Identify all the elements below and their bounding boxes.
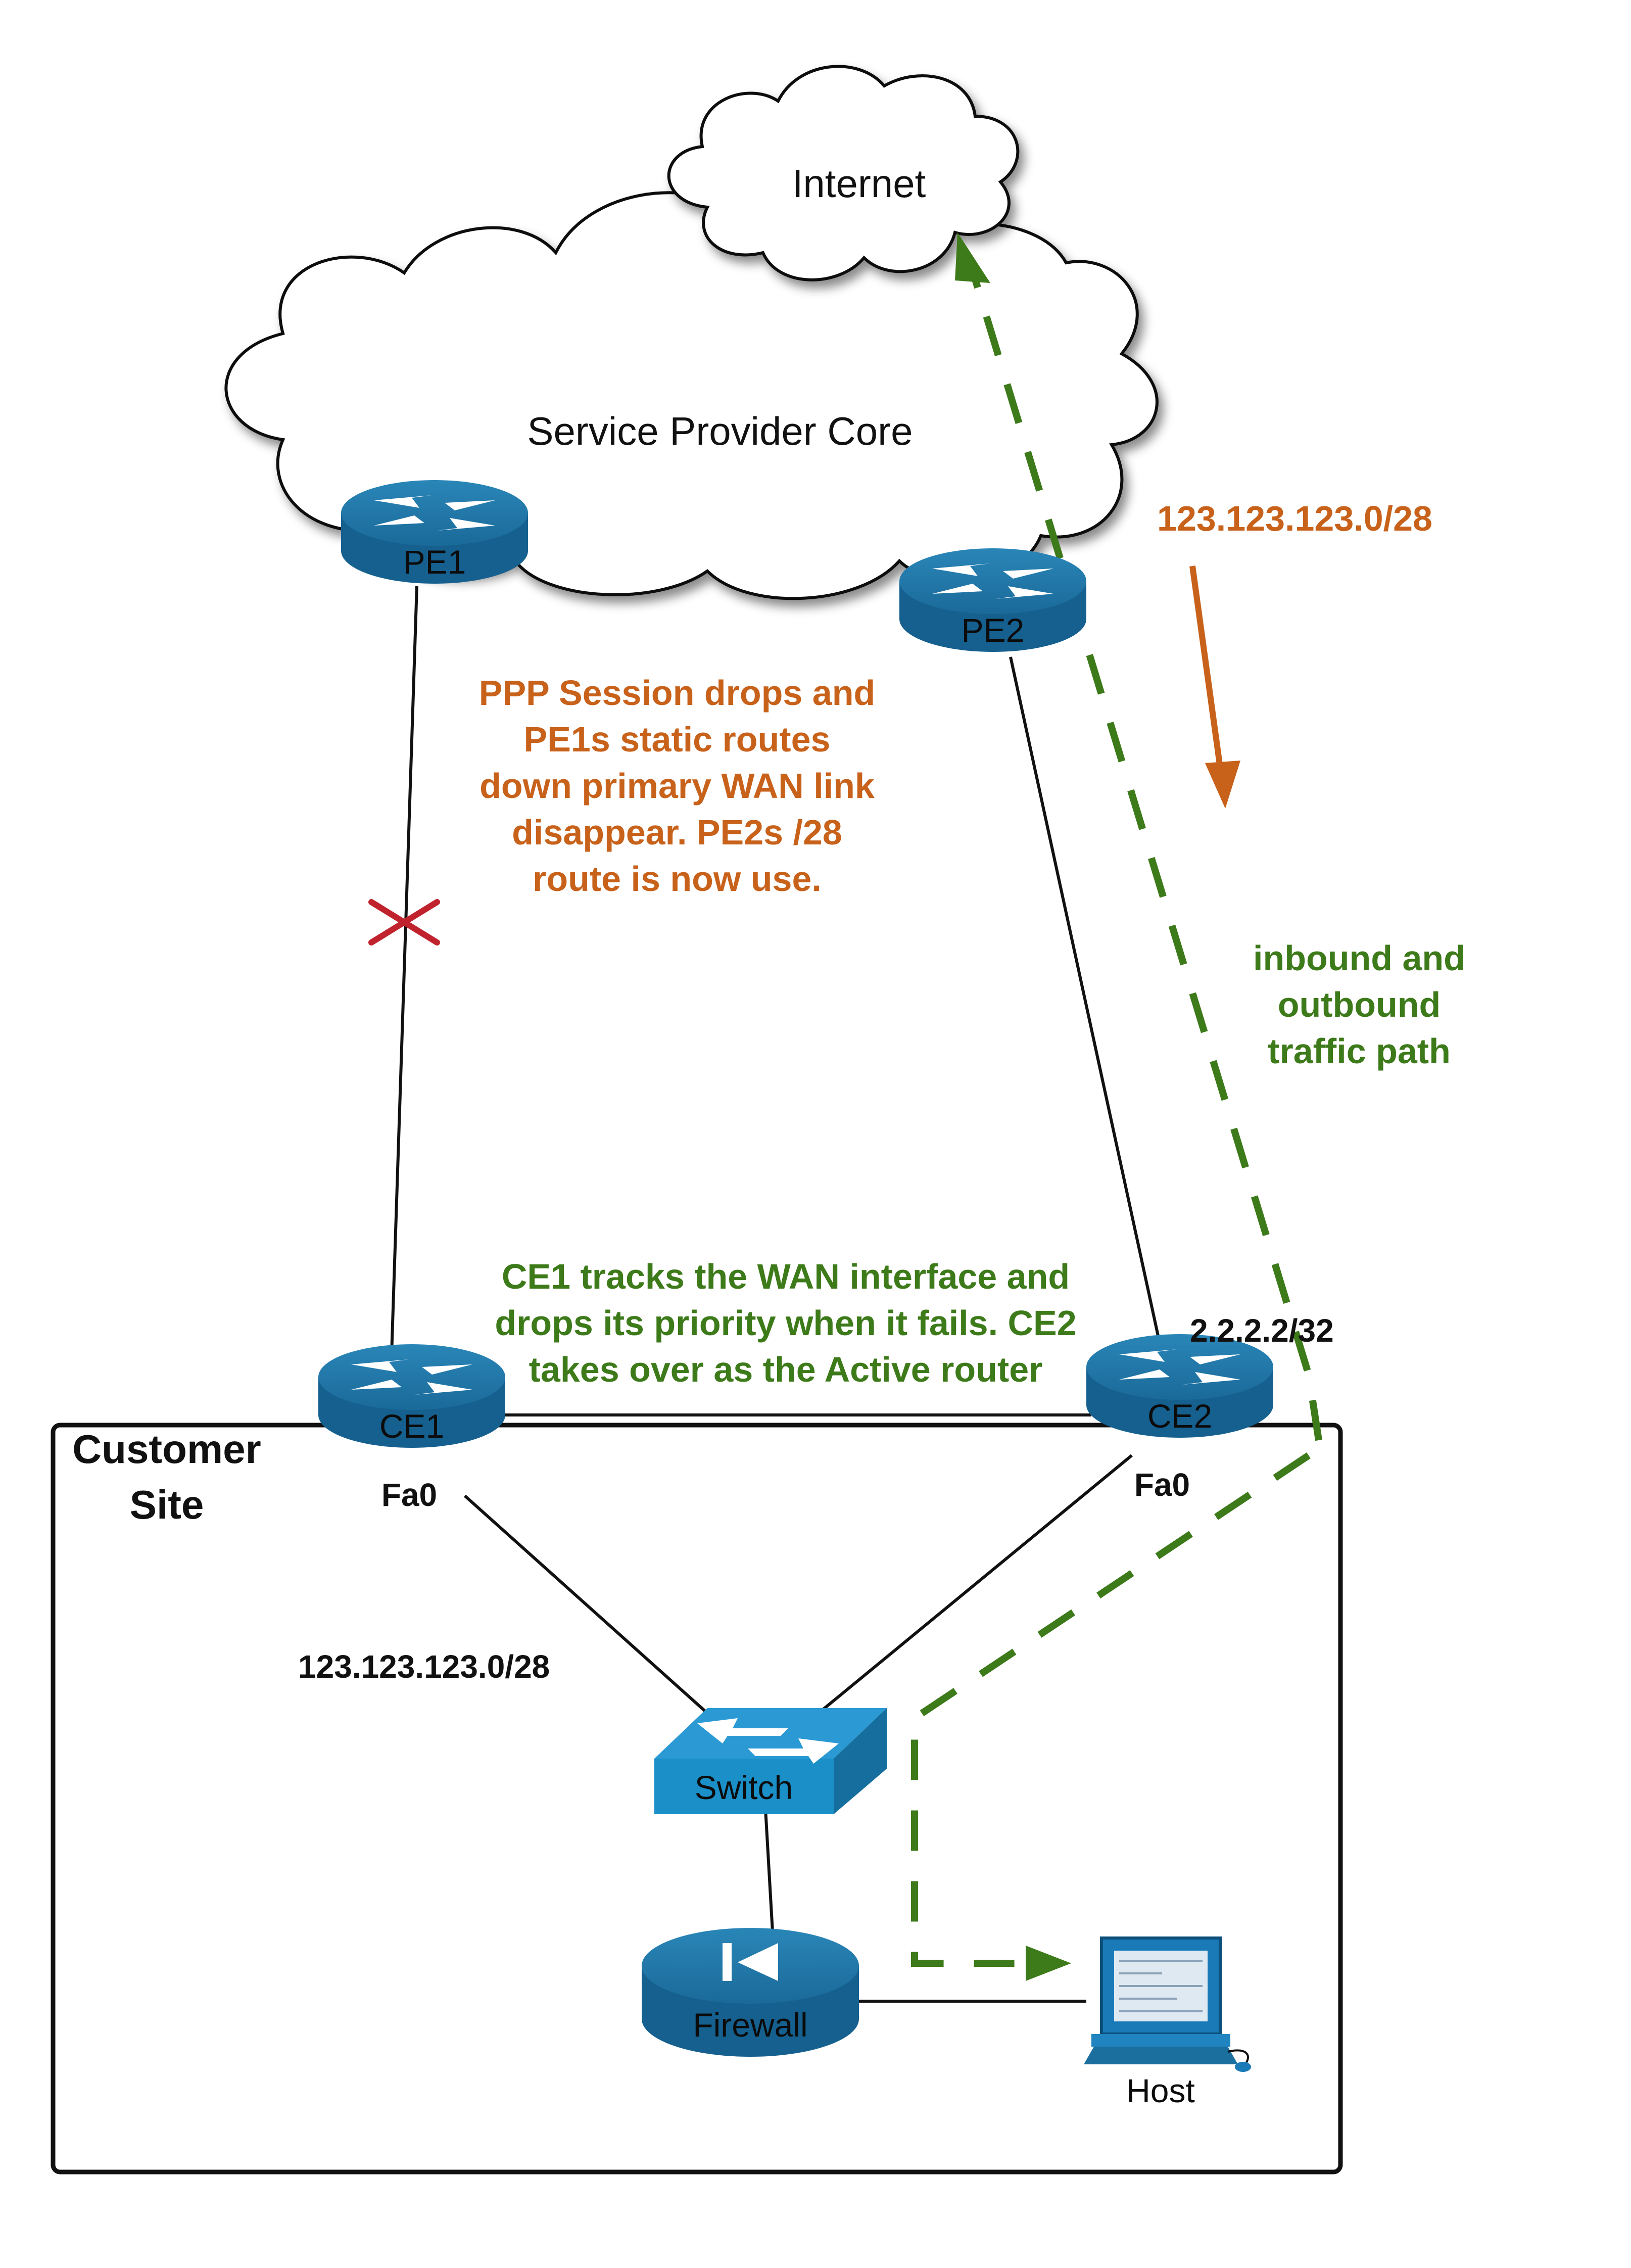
ce2-loopback-label: 2.2.2.2/32 <box>1190 1312 1334 1349</box>
ppp-note: PPP Session drops and PE1s static routes… <box>479 673 876 899</box>
ce1-note: CE1 tracks the WAN interface and drops i… <box>495 1257 1076 1389</box>
router-pe2-label: PE2 <box>962 611 1025 649</box>
core-label: Service Provider Core <box>527 409 913 453</box>
links <box>390 586 1164 2003</box>
firewall[interactable]: Firewall <box>642 1928 859 2057</box>
router-pe1-label: PE1 <box>403 543 466 581</box>
ppp-note-line: PPP Session drops and <box>479 673 876 713</box>
router-arrows-icon <box>351 1359 472 1395</box>
switch-arrows-icon <box>697 1718 839 1764</box>
ce1-note-line: drops its priority when it fails. CE2 <box>495 1303 1076 1343</box>
customer-site-label-line1: Customer <box>72 1427 261 1472</box>
screen-content-icon <box>1119 1960 1203 2012</box>
traffic-note-line: traffic path <box>1268 1031 1451 1071</box>
customer-site-label-line2: Site <box>130 1482 204 1527</box>
ppp-note-line: down primary WAN link <box>479 766 875 806</box>
traffic-arrowhead-right <box>1026 1946 1071 1981</box>
ppp-note-line: route is now use. <box>533 859 822 899</box>
ce1-port-label: Fa0 <box>381 1477 437 1513</box>
route-arrow <box>1189 565 1240 809</box>
router-ce1-label: CE1 <box>379 1407 444 1445</box>
host-label: Host <box>1126 2072 1195 2109</box>
traffic-note: inbound and outbound traffic path <box>1253 938 1465 1071</box>
firewall-label: Firewall <box>693 2006 807 2044</box>
customer-site-boundary <box>51 1423 1343 2175</box>
lan-subnet-label: 123.123.123.0/28 <box>298 1648 550 1685</box>
link-pe2-ce2 <box>1009 656 1164 1355</box>
link-ce2-switch <box>818 1454 1133 1715</box>
ce1-note-line: CE1 tracks the WAN interface and <box>502 1257 1070 1296</box>
router-arrows-icon <box>1119 1349 1240 1385</box>
traffic-path-upstream <box>967 261 1322 1441</box>
pe2-route-label: 123.123.123.0/28 <box>1157 499 1432 538</box>
firewall-icon <box>723 1943 778 1981</box>
internet-label: Internet <box>792 161 926 206</box>
internet-cloud <box>667 65 1020 281</box>
traffic-note-line: inbound and <box>1253 938 1465 978</box>
host[interactable]: Host <box>1084 1936 1251 2109</box>
router-ce2-label: CE2 <box>1147 1397 1212 1435</box>
switch-label: Switch <box>695 1769 793 1806</box>
link-ce1-switch <box>463 1494 709 1715</box>
router-pe2[interactable]: PE2 <box>899 548 1086 652</box>
link-failure-icon <box>368 899 440 946</box>
switch[interactable]: Switch <box>654 1708 887 1814</box>
router-arrows-icon <box>932 563 1053 599</box>
traffic-arrowhead-up <box>955 232 990 283</box>
link-pe1-ce1 <box>390 586 418 1355</box>
traffic-note-line: outbound <box>1278 985 1441 1024</box>
traffic-path-downstream <box>911 1452 1311 1967</box>
ppp-note-line: PE1s static routes <box>524 720 831 759</box>
router-ce1[interactable]: CE1 <box>318 1344 505 1448</box>
router-ce2[interactable]: CE2 <box>1086 1334 1273 1438</box>
ppp-note-line: disappear. PE2s /28 <box>512 813 842 852</box>
ce1-note-line: takes over as the Active router <box>529 1350 1043 1389</box>
router-pe1[interactable]: PE1 <box>341 480 528 584</box>
ce2-port-label: Fa0 <box>1134 1467 1190 1503</box>
traffic-path <box>911 261 1322 1967</box>
link-switch-firewall <box>764 1809 775 1941</box>
router-arrows-icon <box>374 495 495 531</box>
